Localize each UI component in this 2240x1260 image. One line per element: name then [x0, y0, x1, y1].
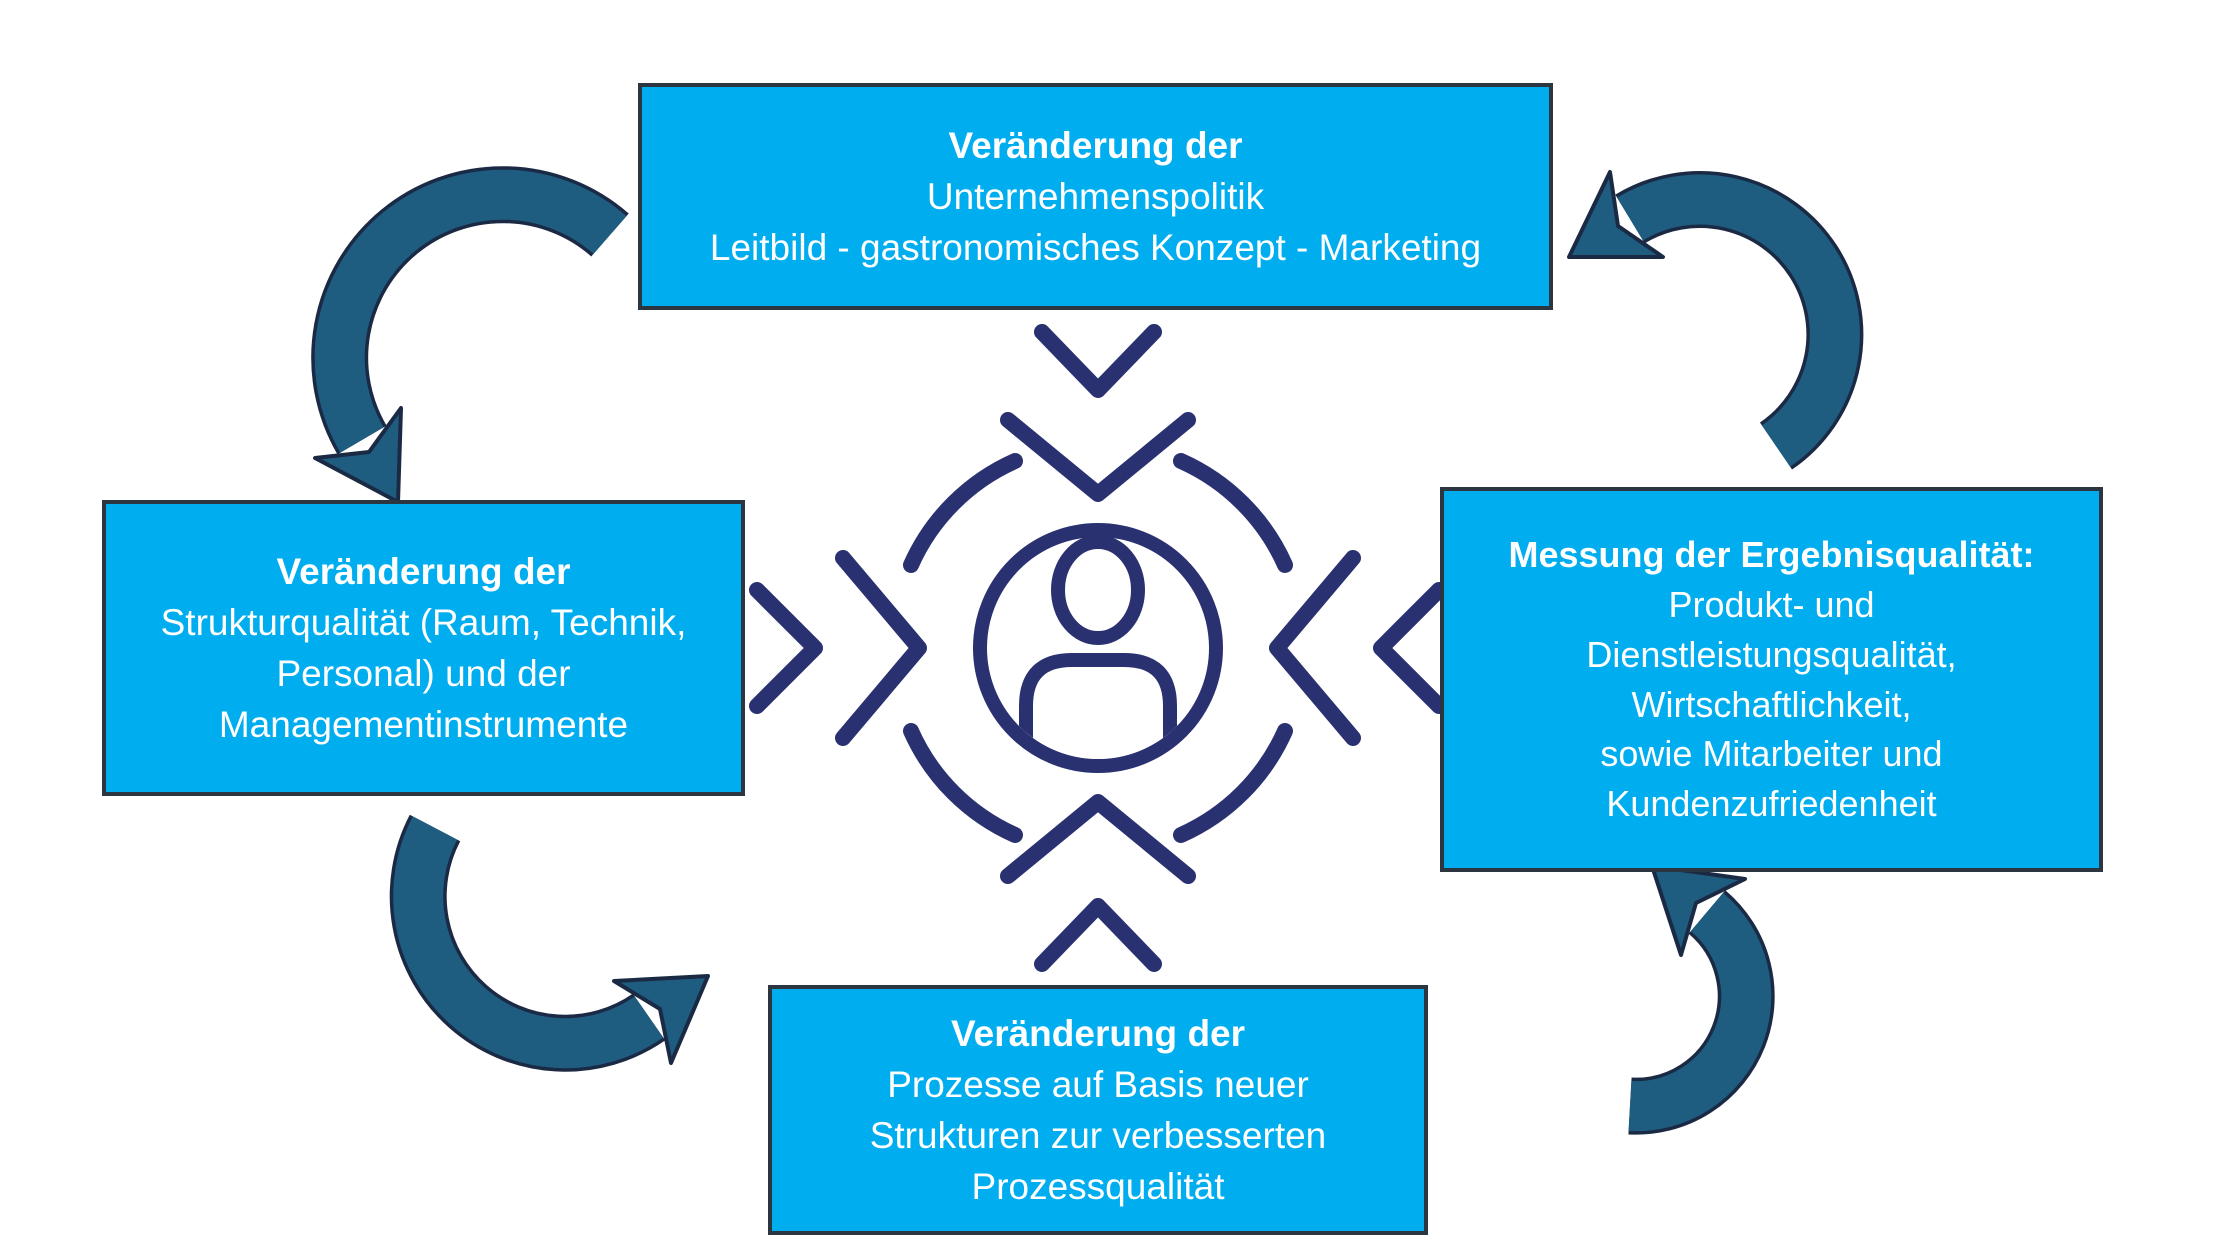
box-prozessqualitaet: Veränderung der Prozesse auf Basis neuer… [768, 985, 1428, 1235]
box-heading: Veränderung der [948, 124, 1243, 166]
target-arcs [903, 453, 1293, 843]
person-in-target-with-inward-chevrons-icon [749, 324, 1447, 972]
arrowhead-icon [612, 974, 710, 1065]
arrowhead-icon [313, 406, 403, 504]
chevron-down-icon [1000, 412, 1196, 502]
cycle-arrow-bottom-left [389, 814, 710, 1072]
cycle-arrow-top-right [1567, 170, 1864, 470]
box-ergebnisqualitaet: Messung der Ergebnisqualität: Produkt- u… [1440, 487, 2103, 872]
chevron-up-icon [1034, 898, 1162, 972]
curved-arrow-body [1628, 892, 1772, 1132]
box-line: Personal) und der [276, 653, 571, 694]
chevron-right-icon [749, 582, 823, 714]
chevron-down-icon [1034, 324, 1162, 398]
box-line: Managementinstrumente [218, 704, 629, 746]
curved-arrow-body [1617, 174, 1860, 467]
box-line: Strukturen zur verbesserten [869, 1115, 1327, 1156]
box-line: Wirtschaftlichkeit, [1631, 683, 1912, 725]
box-unternehmenspolitik: Veränderung der Unternehmenspolitik Leit… [638, 83, 1553, 310]
person-body [1019, 653, 1177, 759]
box-line: sowie Mitarbeiter und [1600, 733, 1943, 775]
box-line: Prozesse auf Basis neuer [887, 1063, 1309, 1105]
box-line: Kundenzufriedenheit [1606, 782, 1937, 824]
box-heading: Messung der Ergebnisqualität: [1508, 534, 2035, 576]
box-line: Dienstleistungsqualität, [1586, 633, 1957, 675]
cycle-arrow-top-left [311, 166, 629, 504]
chevron-up-icon [1000, 794, 1196, 884]
box-line: Produkt- und [1668, 584, 1875, 626]
box-line: Strukturqualität (Raum, Technik, [160, 601, 687, 643]
cycle-arrow-bottom-right [1628, 864, 1775, 1135]
box-line: Leitbild - gastronomisches Konzept - Mar… [709, 227, 1482, 269]
chevron-right-icon [835, 550, 927, 746]
person-head [1051, 535, 1145, 645]
chevron-left-icon [1373, 582, 1447, 714]
inward-chevrons [749, 324, 1447, 972]
chevron-left-icon [1269, 550, 1361, 746]
box-strukturqualitaet: Veränderung der Strukturqualität (Raum, … [102, 500, 745, 796]
arrowhead-icon [1567, 170, 1665, 259]
box-line: Prozessqualität [971, 1166, 1225, 1208]
arrowhead-icon [1650, 864, 1747, 957]
box-heading: Veränderung der [950, 1012, 1246, 1054]
box-line: Unternehmenspolitik [926, 175, 1265, 217]
curved-arrow-body [314, 169, 627, 453]
curved-arrow-body [393, 816, 664, 1069]
box-heading: Veränderung der [276, 550, 571, 592]
